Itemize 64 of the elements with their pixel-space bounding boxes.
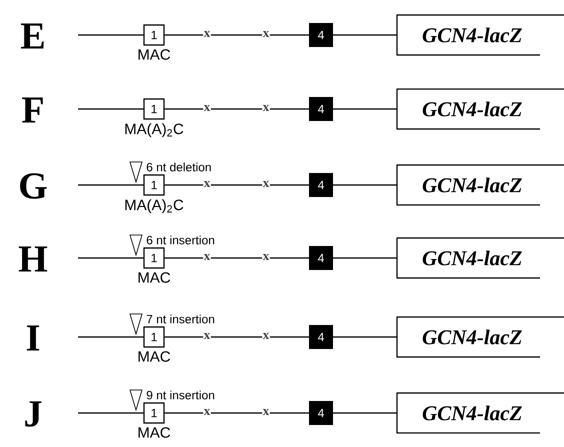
dna-line	[164, 34, 309, 36]
mutation-label: 6 nt deletion	[146, 162, 211, 172]
row-letter: J	[25, 401, 42, 427]
sequence-label: MA(A)$_{2}$C	[125, 199, 184, 214]
uorf-box: 4	[309, 23, 333, 47]
dna-line	[164, 184, 309, 186]
reporter-gene-box: GCN4-lacZ	[396, 14, 564, 56]
dna-line	[164, 108, 309, 110]
uorf-box: 4	[309, 173, 333, 197]
sequence-label: MAC	[138, 351, 170, 362]
dna-line	[164, 257, 309, 259]
reporter-gene-box: GCN4-lacZ	[396, 88, 564, 130]
mutation-mark: x	[203, 253, 211, 261]
dna-line	[333, 108, 397, 110]
dna-line	[78, 336, 144, 338]
dna-line	[78, 108, 144, 110]
mutation-mark: x	[262, 30, 270, 38]
dna-line	[333, 257, 397, 259]
uorf-box: 1	[143, 326, 165, 348]
mutation-label: 9 nt insertion	[146, 390, 214, 400]
mutation-mark: x	[262, 253, 270, 261]
dna-line	[164, 336, 309, 338]
uorf-box: 4	[309, 97, 333, 121]
uorf-box: 1	[143, 402, 165, 424]
dna-line	[333, 412, 397, 414]
reporter-gene-box: GCN4-lacZ	[396, 164, 564, 206]
mutation-label: 6 nt insertion	[146, 236, 214, 244]
mutation-mark: x	[203, 104, 211, 112]
row-letter: E	[20, 24, 44, 48]
uorf-box: 4	[309, 246, 333, 270]
dna-line	[78, 257, 144, 259]
dna-line	[164, 412, 309, 414]
reporter-gene-box: GCN4-lacZ	[396, 316, 564, 358]
uorf-box: 4	[309, 401, 333, 425]
row-letter: I	[26, 326, 40, 350]
reporter-gene-box: GCN4-lacZ	[396, 237, 564, 279]
mutation-mark: x	[262, 104, 270, 112]
dna-line	[333, 184, 397, 186]
row-letter: F	[22, 98, 43, 122]
mutation-mark: x	[262, 332, 270, 340]
row-letter: G	[20, 173, 47, 199]
mutation-mark: x	[262, 408, 270, 416]
sequence-label: MAC	[138, 272, 170, 283]
uorf-box: 1	[143, 24, 165, 46]
row-letter: H	[18, 246, 48, 272]
uorf-box: 1	[143, 98, 165, 120]
mutation-mark: x	[262, 180, 270, 188]
mutation-mark: x	[203, 332, 211, 340]
dna-line	[333, 336, 397, 338]
sequence-label: MAC	[138, 427, 170, 438]
mutation-mark: x	[203, 180, 211, 188]
dna-line	[333, 34, 397, 36]
uorf-box: 1	[143, 247, 165, 269]
sequence-label: MA(A)$_{2}$C	[125, 123, 184, 138]
dna-line	[78, 184, 144, 186]
sequence-label: MAC	[138, 49, 170, 60]
dna-line	[78, 412, 144, 414]
dna-line	[78, 34, 144, 36]
reporter-gene-box: GCN4-lacZ	[396, 392, 564, 434]
mutation-label: 7 nt insertion	[146, 314, 214, 324]
uorf-box: 4	[309, 325, 333, 349]
mutation-mark: x	[203, 408, 211, 416]
uorf-box: 1	[143, 174, 165, 196]
mutation-mark: x	[203, 30, 211, 38]
